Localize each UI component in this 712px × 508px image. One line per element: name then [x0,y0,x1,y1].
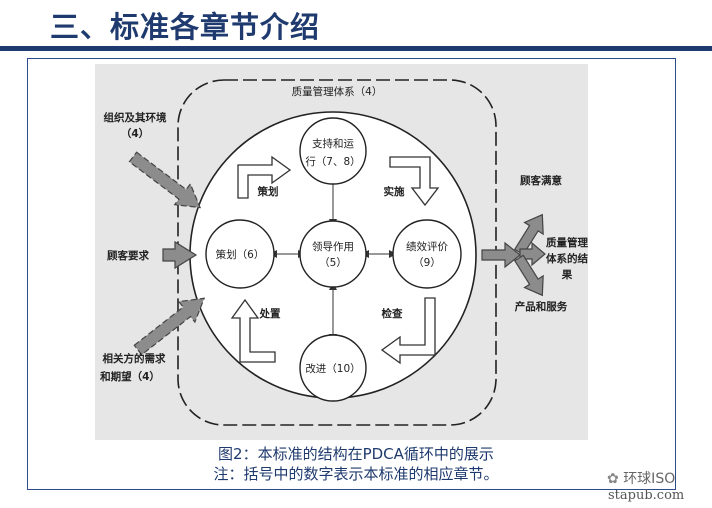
do-arrow [389,156,440,207]
input-customer: 顾客要求 [107,249,149,262]
input-arrow-parties [133,297,206,356]
node-support-line2: 行（7、8） [305,155,360,168]
figure-caption: 图2：本标准的结构在PDCA循环中的展示 [218,445,494,463]
act-arrow [230,298,276,363]
check-arrow [380,297,436,365]
output-satisfaction: 顾客满意 [520,174,562,187]
output-results-line3: 果 [561,269,573,281]
figure-note: 注：括号中的数字表示本标准的相应章节。 [213,465,499,483]
title-underline [0,46,712,51]
wechat-icon: ✿ [607,471,619,487]
input-org-line2: （4） [121,127,149,140]
node-planning [205,219,275,289]
plan-arrow [237,155,292,199]
check-label: 检查 [382,307,403,320]
node-leadership [299,220,367,288]
input-org-line1: 组织及其环境 [104,111,167,124]
node-evaluation-line2: （9） [413,257,441,269]
input-parties-line1: 相关方的需求 [103,352,166,365]
do-label: 实施 [384,185,405,198]
node-support [299,117,367,185]
watermark-brand-text: 环球ISO [623,471,676,487]
act-label: 处置 [259,307,281,320]
node-support-line1: 支持和运 [312,137,354,150]
node-improvement [299,334,367,402]
node-improvement-label: 改进（10） [305,362,360,375]
input-arrow-org [128,151,202,209]
input-parties-line2: 和期望（4） [99,370,160,383]
watermark-site: stapub.com [608,488,685,503]
output-arrow-main [481,241,521,269]
output-arrow-products [513,254,544,297]
plan-label: 策划 [257,185,279,198]
node-evaluation-line1: 绩效评价 [406,240,448,253]
system-label: 质量管理体系（4） [292,85,383,98]
watermark-brand: ✿ 环球ISO [607,468,675,488]
node-evaluation [392,219,462,289]
output-results-line1: 质量管理 [546,236,588,249]
output-products: 产品和服务 [515,300,568,313]
node-leadership-line2: （5） [319,257,347,269]
output-results-line2: 体系的结 [546,252,588,265]
slide-title: 三、标准各章节介绍 [50,10,321,44]
node-leadership-line1: 领导作用 [312,240,354,253]
input-arrow-customer [162,240,198,270]
node-planning-label: 策划（6） [216,248,265,261]
